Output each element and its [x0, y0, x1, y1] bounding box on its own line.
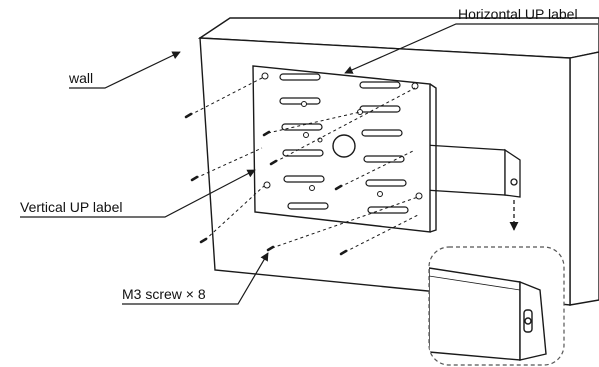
wall-label: wall [68, 70, 93, 86]
screw-leader [122, 252, 269, 305]
vertical-up-leader [20, 169, 256, 218]
magnified-arm-end-detail [428, 246, 565, 366]
vertical-up-label: Vertical UP label [20, 199, 122, 215]
screw-guide-lines [189, 77, 419, 253]
plate-slots [279, 73, 409, 214]
horizontal-up-label: Horizontal UP label [458, 6, 578, 22]
wall-side-face [569, 51, 599, 306]
wall-leader [69, 51, 181, 89]
horizontal-arm [424, 144, 521, 231]
mounting-plate [252, 65, 437, 233]
horizontal-up-leader [344, 23, 598, 74]
plate-holes [261, 72, 423, 200]
callout-lines [20, 23, 598, 305]
screw-label: M3 screw × 8 [122, 286, 206, 302]
m3-screw-icon [184, 112, 348, 256]
